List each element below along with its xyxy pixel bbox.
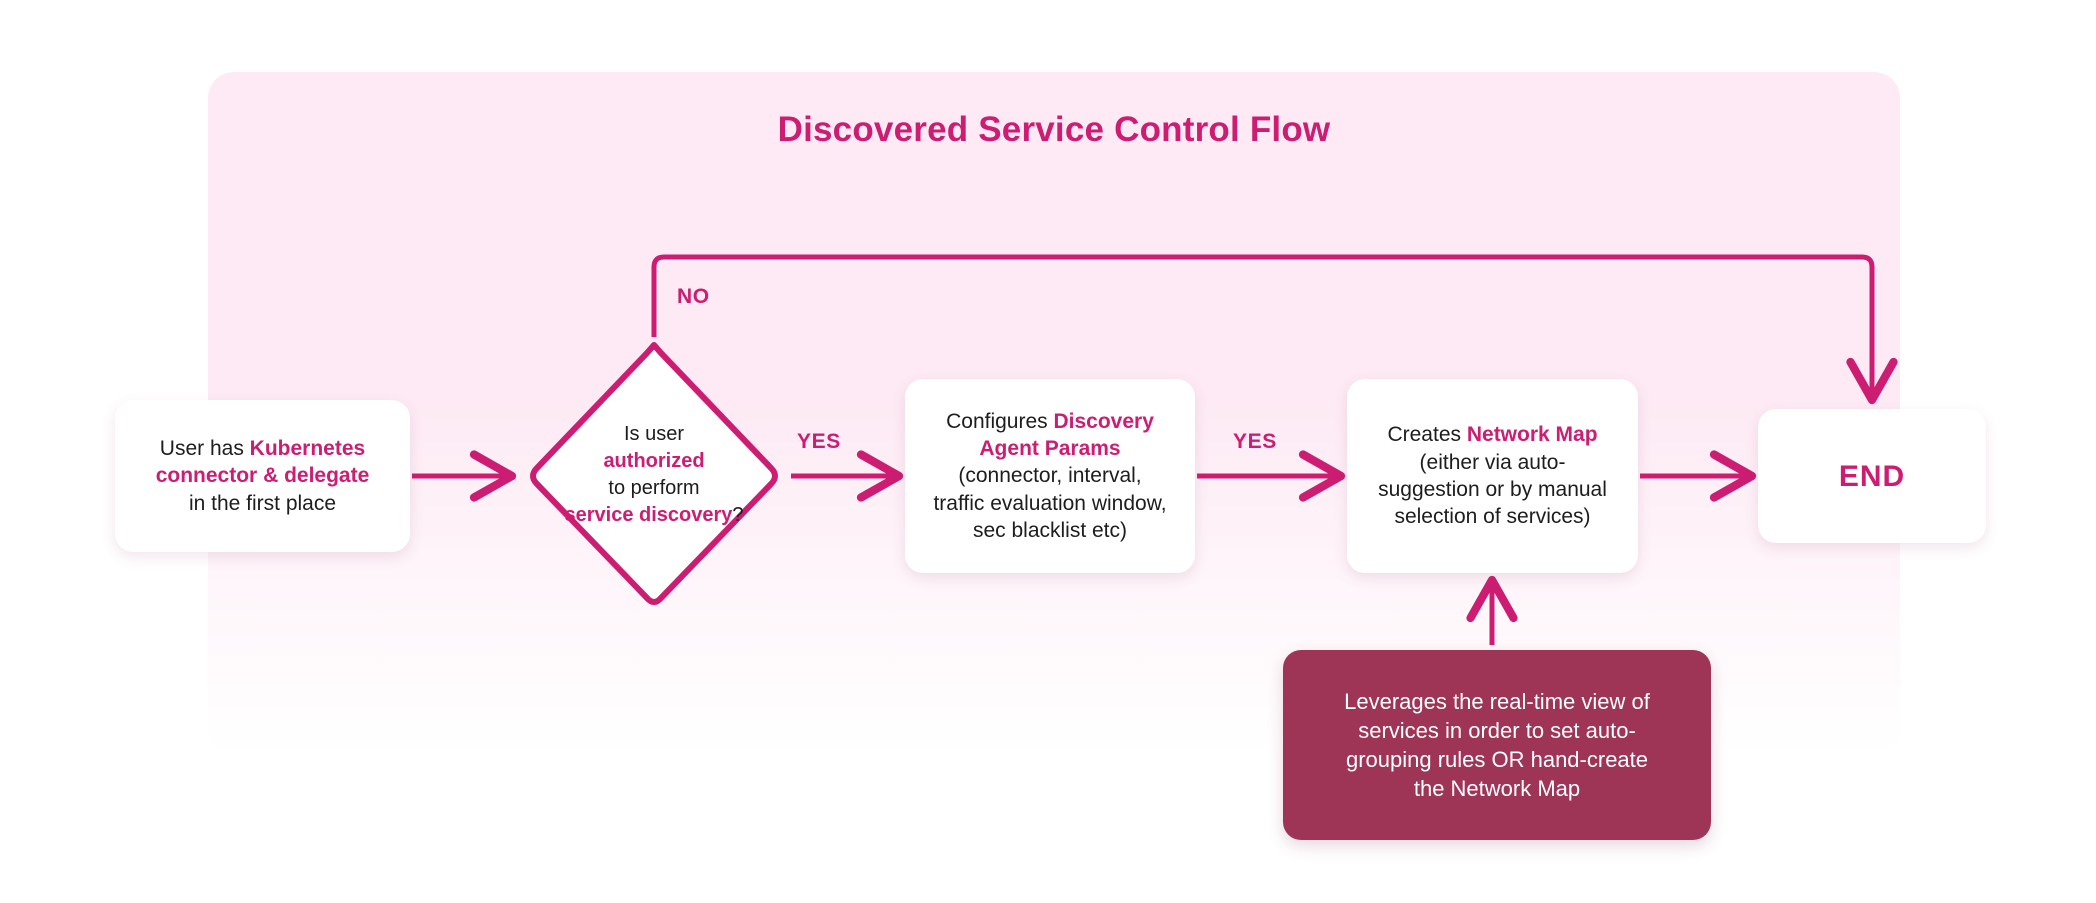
- note-line2: services in order to set auto-: [1358, 717, 1636, 743]
- netmap-line3: suggestion or by manual: [1378, 478, 1607, 501]
- highlight-kubernetes: Kubernetes: [249, 437, 366, 461]
- edge-decision-to-end: [651, 254, 1898, 405]
- note-line3: grouping rules OR hand-create: [1345, 747, 1649, 772]
- node-network-map[interactable]: Creates Network Map (either via auto- su…: [1347, 379, 1638, 573]
- edge-label-no: NO: [677, 285, 710, 308]
- node-params-text: Configures Discovery Agent Params (conne…: [919, 408, 1180, 544]
- edge-label-yes-2: YES: [1233, 430, 1277, 453]
- node-decision-text: Is user authorized to perform service di…: [519, 335, 789, 615]
- node-note-text: Leverages the real-time view of services…: [1322, 687, 1672, 803]
- highlight-network-map: Network Map: [1466, 423, 1598, 447]
- node-start-line3: in the first place: [188, 491, 337, 515]
- node-end-label: END: [1838, 459, 1906, 493]
- diamond-shape: [530, 342, 778, 605]
- netmap-line2: (either via auto-: [1419, 450, 1566, 474]
- highlight-agent-params: Agent Params: [979, 437, 1121, 461]
- node-start[interactable]: User has Kubernetes connector & delegate…: [115, 400, 410, 552]
- node-decision[interactable]: Is user authorized to perform service di…: [519, 335, 789, 615]
- netmap-line4: selection of services): [1394, 505, 1591, 529]
- params-line4: traffic evaluation window,: [933, 491, 1167, 515]
- highlight-connector-delegate: connector & delegate: [155, 464, 370, 488]
- node-end[interactable]: END: [1758, 409, 1986, 543]
- params-line3: (connector, interval,: [958, 464, 1142, 488]
- decision-question-mark: ?: [732, 503, 744, 526]
- netmap-line1a: Creates: [1387, 423, 1467, 447]
- params-line1a: Configures: [946, 409, 1054, 433]
- params-line5: sec blacklist etc): [972, 518, 1128, 542]
- highlight-service-discovery: service discovery: [564, 503, 733, 526]
- note-line4: the Network Map: [1413, 776, 1581, 802]
- node-start-text: User has Kubernetes connector & delegate…: [155, 437, 370, 515]
- page-title: Discovered Service Control Flow: [777, 110, 1331, 149]
- node-network-map-text: Creates Network Map (either via auto- su…: [1364, 421, 1621, 530]
- edge-label-yes-1: YES: [797, 430, 841, 453]
- highlight-authorized: authorized: [603, 450, 705, 473]
- highlight-discovery: Discovery: [1053, 409, 1154, 433]
- decision-line3: to perform: [608, 477, 700, 499]
- decision-line1: Is user: [623, 423, 685, 446]
- note-line1: Leverages the real-time view of: [1344, 688, 1650, 714]
- node-note[interactable]: Leverages the real-time view of services…: [1283, 650, 1711, 840]
- node-params[interactable]: Configures Discovery Agent Params (conne…: [905, 379, 1195, 573]
